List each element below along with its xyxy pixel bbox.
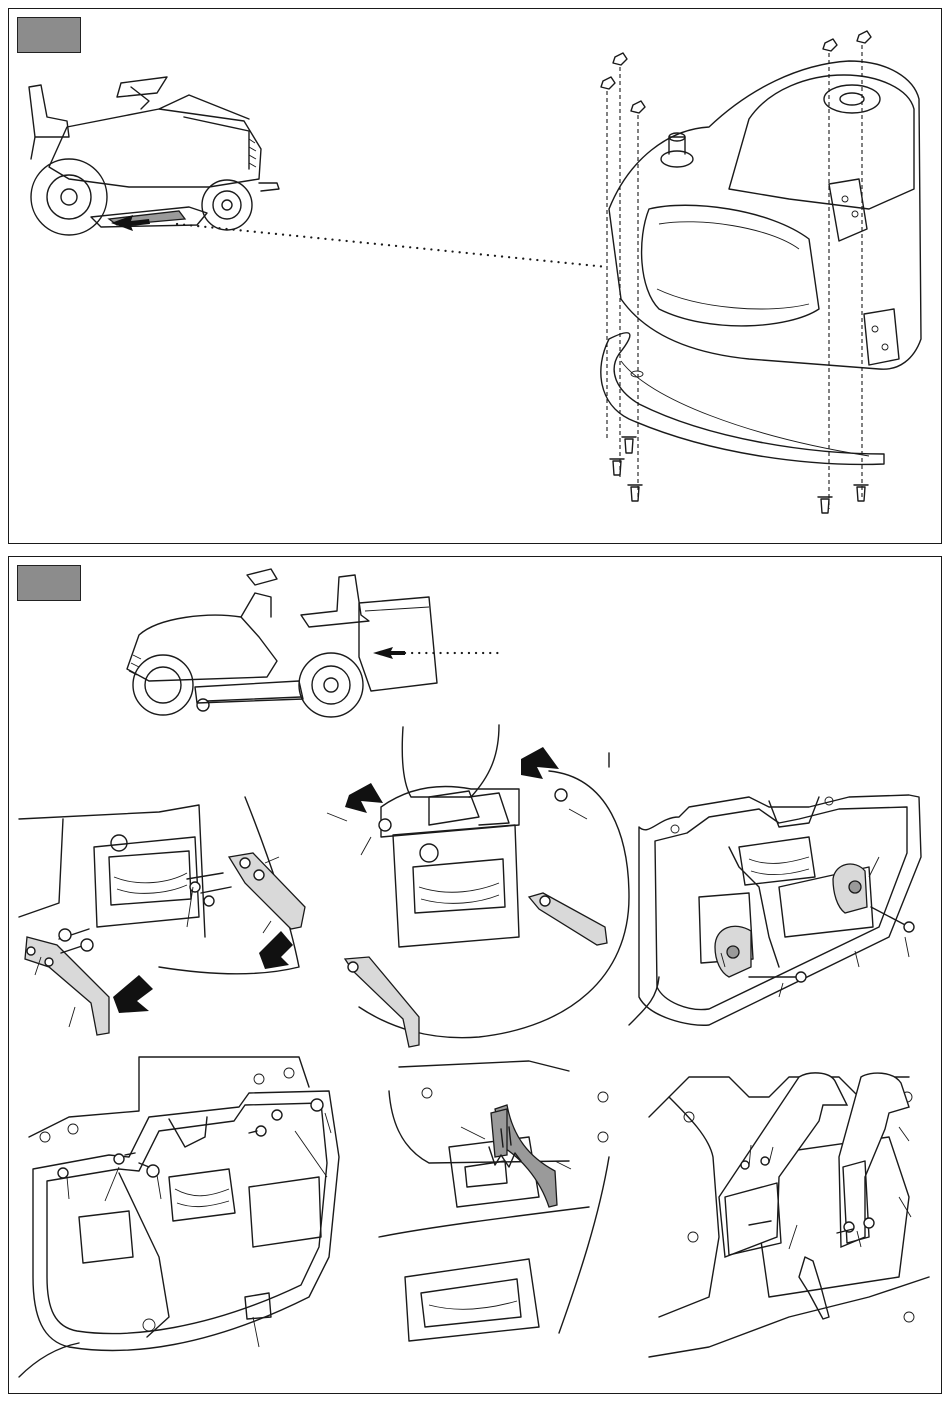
riding-mower-icon: [127, 569, 437, 717]
step-2-panel: [8, 556, 942, 1394]
pointing-arrow-icon: [113, 975, 153, 1013]
step-2-illustration: [9, 557, 943, 1395]
substep-2-6: [649, 1073, 929, 1357]
pointing-arrow-icon: [259, 931, 293, 969]
substep-2-1: [19, 797, 305, 1035]
riding-mower-icon: [29, 77, 279, 235]
substep-2-3: [629, 795, 921, 1025]
substep-2-4: [19, 1057, 339, 1377]
substep-2-2: [327, 725, 629, 1047]
step-1-illustration: [9, 9, 943, 545]
step-1-panel: [8, 8, 942, 544]
mower-deck-icon: [601, 31, 921, 513]
substep-2-5: [379, 1061, 609, 1341]
